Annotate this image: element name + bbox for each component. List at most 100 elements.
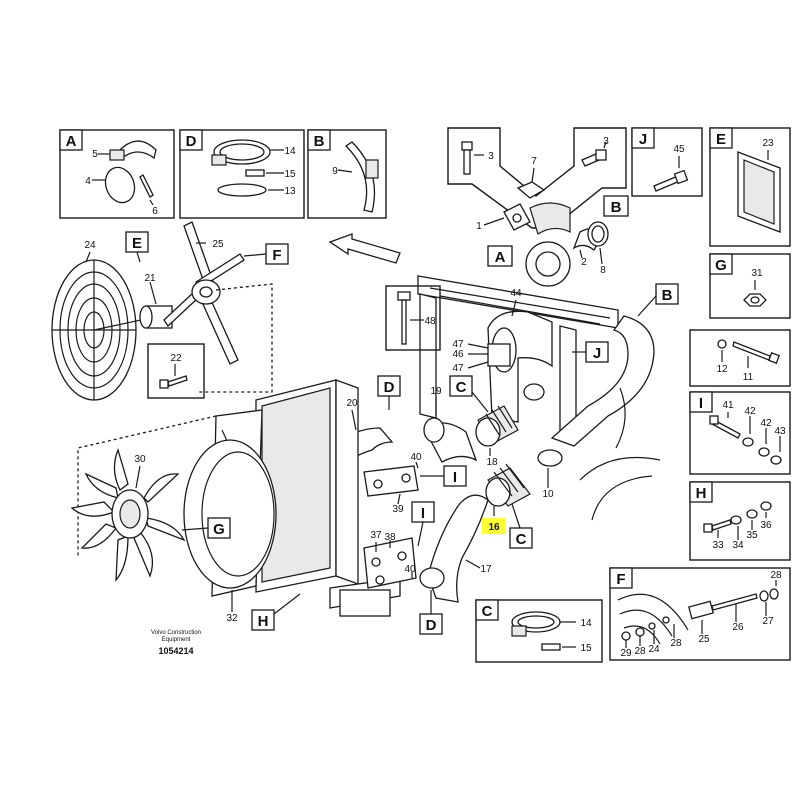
part-number-16-highlighted[interactable]: 16 (488, 522, 500, 533)
part-number-3b: 3 (603, 136, 609, 147)
detail-view-f: F 29 28 24 28 25 26 27 28 (609, 567, 791, 661)
part-number-1: 1 (476, 221, 482, 232)
part-number-30: 30 (134, 454, 146, 465)
part-number-28a: 28 (634, 646, 646, 657)
figure-caption: Volvo Construction Equipment 1054214 (151, 630, 201, 656)
detail-view-bolt-11: 12 11 (689, 329, 791, 387)
view-label-h: H (696, 485, 707, 502)
view-label-c-callout-2: C (516, 531, 527, 548)
part-number-45: 45 (673, 144, 685, 155)
caption-company-line2: Equipment (162, 637, 191, 643)
electric-fan-assembly: 24 21 25 E F 22 (51, 221, 289, 401)
detail-view-c: C 14 15 (475, 599, 603, 663)
view-label-c-callout: C (456, 379, 467, 396)
view-label-f-callout: F (272, 247, 281, 264)
detail-view-b: B 9 (307, 129, 387, 219)
part-number-36: 36 (760, 520, 772, 531)
bellows-16: 16 C (482, 463, 533, 549)
part-number-31: 31 (751, 268, 763, 279)
part-number-5: 5 (92, 149, 98, 160)
part-number-7: 7 (531, 156, 537, 167)
view-label-d-callout: D (384, 379, 395, 396)
detail-view-i: I 41 42 42 43 (689, 391, 791, 475)
part-number-42b: 42 (760, 418, 772, 429)
view-label-h-callout: H (258, 613, 269, 630)
caption-company: Volvo Construction (151, 630, 201, 636)
view-label-i: I (699, 395, 703, 412)
view-label-b-callout-2: B (662, 287, 673, 304)
hose-19-bellows-18: 19 18 C (423, 375, 545, 468)
part-number-14b: 14 (580, 618, 592, 629)
part-number-46: 46 (452, 349, 464, 360)
part-number-9: 9 (332, 166, 338, 177)
part-number-33: 33 (712, 540, 724, 551)
part-number-47b: 47 (452, 363, 464, 374)
part-number-25: 25 (212, 239, 224, 250)
part-number-41: 41 (722, 400, 734, 411)
part-number-11: 11 (743, 372, 754, 383)
part-number-29: 29 (620, 648, 632, 659)
view-label-g: G (715, 257, 727, 274)
part-number-39: 39 (392, 504, 404, 515)
part-number-2: 2 (581, 257, 587, 268)
view-label-e: E (716, 131, 726, 148)
callout-b-top: B (603, 195, 629, 217)
detail-view-a: A 5 4 6 (59, 129, 175, 219)
part-number-22: 22 (170, 353, 182, 364)
part-number-12: 12 (716, 364, 728, 375)
view-label-i-callout-2: I (421, 505, 425, 522)
detail-view-g: G 31 (709, 253, 791, 319)
part-number-38: 38 (384, 532, 396, 543)
part-number-28b: 28 (670, 638, 682, 649)
part-number-24b: 24 (648, 644, 660, 655)
part-number-27: 27 (762, 616, 774, 627)
view-label-i-callout: I (453, 469, 457, 486)
view-label-b: B (314, 133, 325, 150)
view-label-d: D (186, 133, 197, 150)
detail-view-j: J 45 (631, 127, 703, 197)
part-number-10: 10 (542, 489, 554, 500)
front-direction-arrow (328, 233, 401, 264)
part-number-26: 26 (732, 622, 744, 633)
part-number-47a: 47 (452, 339, 464, 350)
part-number-25b: 25 (698, 634, 710, 645)
part-number-15: 15 (284, 169, 296, 180)
turbo-outlet-hose: B 10 (537, 283, 679, 521)
view-label-j-callout: J (593, 345, 601, 362)
view-label-d-callout-2: D (426, 617, 437, 634)
view-label-a: A (66, 133, 77, 150)
charge-air-cooler-housing: 44 47 46 47 48 J (385, 275, 619, 441)
part-number-6: 6 (152, 206, 158, 217)
view-label-g-callout: G (213, 521, 225, 538)
part-number-24: 24 (84, 240, 96, 251)
view-label-c: C (482, 603, 493, 620)
part-number-40b: 40 (404, 564, 416, 575)
highlight-part-16 (482, 518, 506, 534)
part-number-23: 23 (762, 138, 774, 149)
part-number-15b: 15 (580, 643, 592, 654)
part-number-13: 13 (284, 186, 296, 197)
part-number-18: 18 (486, 457, 498, 468)
radiator-cooler-assembly: 32 20 D 40 39 I 37 38 40 I H (77, 375, 467, 631)
part-number-42a: 42 (744, 406, 756, 417)
view-label-b-callout: B (611, 199, 622, 216)
part-number-20: 20 (346, 398, 358, 409)
callout-a-top: A (487, 245, 513, 267)
detail-view-d: D 14 15 13 (179, 129, 305, 219)
part-number-37: 37 (370, 530, 382, 541)
part-number-28c: 28 (770, 570, 782, 581)
caption-figure-number: 1054214 (158, 646, 193, 656)
view-label-f: F (616, 571, 625, 588)
part-number-14: 14 (284, 146, 296, 157)
view-label-e-callout: E (132, 235, 142, 252)
part-number-34: 34 (732, 540, 744, 551)
detail-view-e: E 23 (709, 127, 791, 247)
view-label-a-callout: A (495, 249, 506, 266)
part-number-4: 4 (85, 176, 91, 187)
part-number-40a: 40 (410, 452, 422, 463)
fan-blade-assembly: 30 G (70, 448, 231, 582)
detail-view-h: H 33 34 35 36 (689, 481, 791, 561)
part-number-32: 32 (226, 613, 238, 624)
part-number-8: 8 (600, 265, 606, 276)
